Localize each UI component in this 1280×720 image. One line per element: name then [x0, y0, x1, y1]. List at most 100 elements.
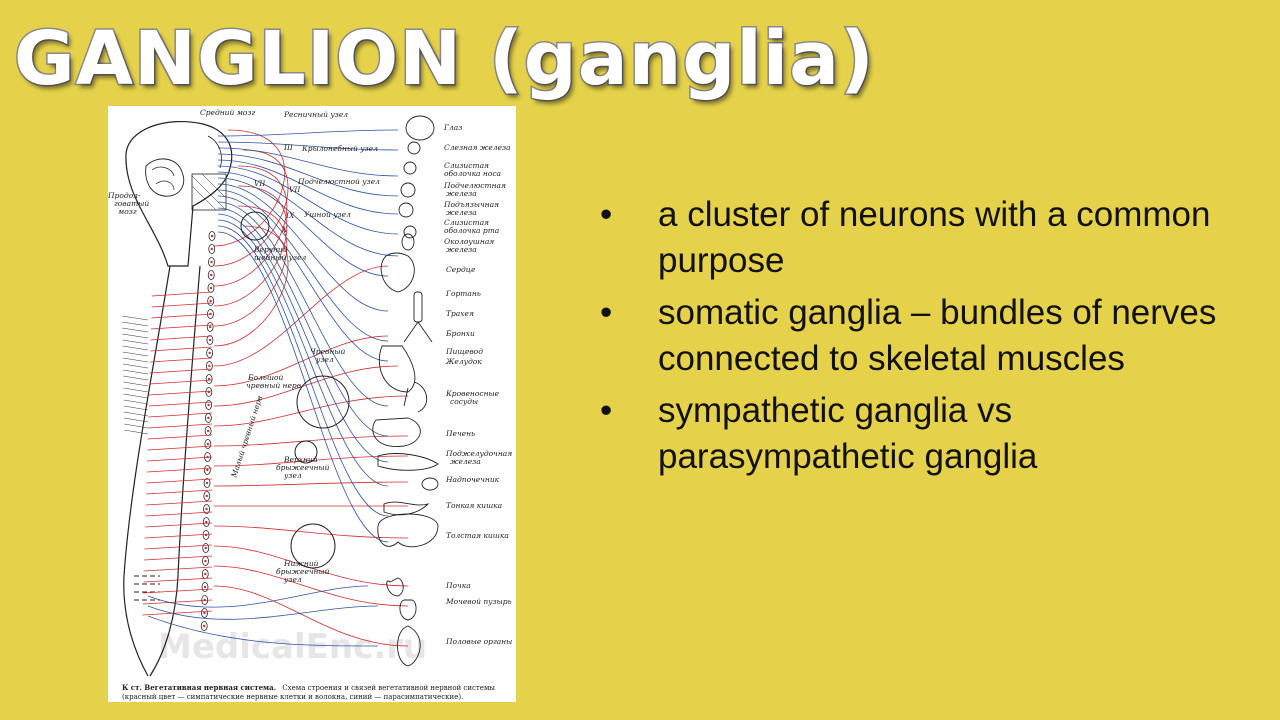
bullet-item: •sympathetic ganglia vs parasympathetic … [596, 388, 1236, 480]
chain-ganglion-dot [206, 442, 210, 446]
organ-label: Тонкая кишка [446, 501, 502, 510]
sympathetic-fiber [148, 401, 213, 407]
label-superior-cervical-1: Верхний [253, 245, 288, 254]
parasympathetic-fiber [217, 165, 399, 235]
chain-ganglion-dot [205, 481, 209, 485]
chain-ganglion [207, 283, 215, 293]
organ-label: оболочка носа [444, 169, 501, 178]
sympathetic-fiber [213, 545, 409, 587]
label-sup-mesenteric-2: брыжеечный [276, 463, 330, 472]
organ-shape [403, 161, 417, 175]
label-medulla-3: мозг [118, 207, 137, 216]
organ-shape [403, 225, 417, 239]
chain-ganglion-dot [208, 351, 211, 355]
sympathetic-fiber [213, 395, 409, 427]
chain-ganglion [207, 270, 215, 280]
sympathetic-fiber [151, 313, 213, 319]
sympathetic-fiber [147, 456, 213, 462]
parasympathetic-fiber [147, 605, 379, 620]
chain-ganglion-dot [210, 247, 213, 251]
chain-ganglion-dot [207, 416, 210, 420]
bullet-text: sympathetic ganglia vs parasympathetic g… [658, 391, 1038, 476]
spine-hatch-line [123, 375, 149, 381]
sympathetic-fiber [148, 423, 213, 429]
chain-ganglion [205, 374, 213, 384]
organ-label: железа [450, 457, 481, 466]
parasympathetic-fiber [217, 159, 399, 215]
chain-ganglion [206, 361, 213, 371]
spinal-segment-hatching [121, 315, 160, 601]
organ-shape [403, 381, 428, 413]
cranial-nerve-label: X [281, 225, 288, 234]
sympathetic-fiber [143, 588, 213, 594]
sympathetic-fiber [213, 205, 288, 327]
chain-ganglion-dot [204, 572, 207, 576]
chain-ganglion [201, 608, 208, 618]
sympathetic-fiber [142, 599, 213, 605]
organ-label: железа [446, 189, 477, 198]
chain-ganglion-dot [210, 273, 213, 277]
chain-ganglion-dot [206, 429, 210, 433]
sympathetic-fiber [149, 368, 213, 374]
organ-shape [405, 115, 435, 141]
sympathetic-chain [200, 231, 216, 631]
label-inf-mesenteric-3: узел [283, 575, 302, 584]
parasympathetic-fiber [217, 225, 389, 517]
chain-ganglion-dot [203, 585, 207, 589]
sympathetic-fiber [145, 522, 213, 528]
diagram-watermark: MedicalEnc.ru [158, 627, 427, 667]
chain-ganglion-dot [210, 260, 213, 264]
sympathetic-fiber [213, 165, 288, 287]
organ-label: Слизистая [444, 218, 489, 227]
spine-hatch-line [122, 321, 149, 327]
label-otic-ganglion: Ушной узел [304, 210, 351, 219]
organ-shape [403, 321, 433, 343]
bullet-item: •a cluster of neurons with a common purp… [596, 192, 1236, 284]
parasympathetic-fiber [217, 219, 389, 487]
bullet-text: a cluster of neurons with a common purpo… [658, 195, 1211, 280]
label-celiac-1: Чревный [310, 347, 345, 356]
autonomic-nervous-system-diagram: MedicalEnc.ru Средни [108, 106, 516, 702]
spine-hatch-line [123, 417, 149, 423]
organ-label: Почка [445, 581, 471, 590]
prevertebral-ganglia [240, 211, 350, 569]
organ-shape [421, 477, 439, 491]
sympathetic-fiber [142, 610, 213, 616]
spine-hatch-line [122, 351, 149, 357]
parasympathetic-fiber [217, 189, 389, 342]
chain-ganglion [203, 491, 211, 501]
sympathetic-fiber [213, 265, 389, 367]
label-midbrain: Средний мозг [200, 108, 256, 117]
sympathetic-fiber [213, 565, 409, 607]
label-submandibular-ganglion: Подчелюстной узел [297, 177, 380, 186]
organ-label: Поджелудочная [445, 449, 512, 458]
parasympathetic-fiber [217, 171, 399, 257]
spine-hatch-line [124, 423, 149, 429]
sympathetic-fiber [143, 577, 213, 583]
organ-label: оболочка рта [444, 226, 499, 235]
sympathetic-fiber [151, 302, 213, 308]
chain-ganglion-dot [204, 546, 207, 550]
organ-label: железа [446, 245, 477, 254]
sympathetic-fiber [144, 555, 213, 561]
spine-hatch-line [122, 327, 149, 333]
spine-hatch-line [122, 339, 149, 345]
spinal-cord-illustration [123, 173, 227, 677]
label-medulla-2: говатый [114, 199, 149, 208]
organ-label: Слизистая [444, 161, 489, 170]
organ-label: Сердце [446, 265, 476, 274]
organ-label: Глаз [443, 123, 462, 132]
organ-shape [397, 625, 421, 667]
label-inf-mesenteric-2: брыжеечный [276, 567, 330, 576]
parasympathetic-fiber [217, 153, 399, 197]
organ-label: Бронхи [445, 329, 475, 338]
chain-ganglion [206, 348, 214, 358]
label-ciliary-ganglion: Ресничный узел [283, 110, 348, 119]
bullet-list: •a cluster of neurons with a common purp… [596, 192, 1236, 486]
label-medulla-1: Продол- [108, 191, 141, 200]
organ-label: Кровеносные [445, 389, 500, 398]
spine-hatch-line [123, 369, 149, 375]
sympathetic-fiber [213, 149, 289, 267]
sympathetic-fiber [144, 544, 213, 550]
organ-label: железа [446, 208, 477, 217]
